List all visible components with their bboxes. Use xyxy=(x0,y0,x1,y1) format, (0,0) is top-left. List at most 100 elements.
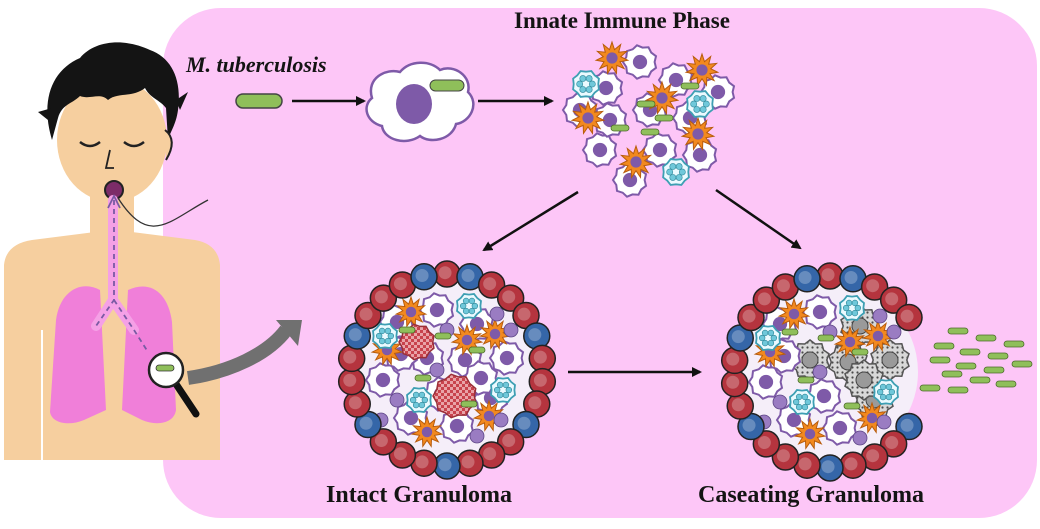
lymphocyte-cell xyxy=(388,441,417,469)
label-m-tuberculosis: M. tuberculosis xyxy=(186,52,327,77)
mast-cell xyxy=(406,387,432,413)
bacterium-rod xyxy=(640,128,660,136)
neutrophil-cell xyxy=(680,116,716,151)
bacterium-icon xyxy=(235,93,283,109)
lymphocyte-cell xyxy=(816,262,844,290)
macrophage-icon xyxy=(365,61,475,143)
lymphocyte-cell xyxy=(737,303,765,332)
bacterium-rod xyxy=(434,332,452,340)
label-intact-granuloma: Intact Granuloma xyxy=(326,482,512,508)
mast-cell xyxy=(572,70,600,98)
bacterium-rod xyxy=(933,342,955,350)
right-lung-icon xyxy=(122,286,176,424)
neutrophil-cell xyxy=(478,317,512,350)
lymphocyte-cell xyxy=(433,260,461,288)
neutrophil-cell xyxy=(394,295,428,328)
bacterium-rod xyxy=(947,386,969,394)
small-cell xyxy=(389,392,405,408)
bacterium-rod xyxy=(843,402,861,410)
lymphocyte-cell xyxy=(477,271,506,299)
lymphocyte-cell xyxy=(720,369,749,398)
bacterium-rod xyxy=(1011,360,1033,368)
airway-path-icon xyxy=(95,200,149,353)
small-cell xyxy=(886,324,902,340)
bacterium-rod xyxy=(398,326,416,334)
necrotic-cell xyxy=(870,339,910,381)
arrow-innate-to-intact xyxy=(482,190,579,252)
bacterium-rod xyxy=(959,348,981,356)
closed-eyes-icon xyxy=(79,140,145,148)
bacterium-rod xyxy=(797,376,815,384)
mast-cell xyxy=(839,295,865,321)
bacterium-rod xyxy=(975,334,997,342)
lymphocyte-cell xyxy=(879,286,908,314)
bacterium-rod xyxy=(468,346,486,354)
mast-cell xyxy=(755,325,781,351)
small-cell xyxy=(469,428,485,444)
mast-cell xyxy=(662,158,690,186)
lymphocyte-cell xyxy=(752,430,781,458)
lymphocyte-cell xyxy=(752,286,781,314)
lymphocyte-cell xyxy=(512,410,540,439)
hair-icon xyxy=(47,42,179,140)
small-cell xyxy=(503,322,519,338)
innate-immune-cluster xyxy=(561,40,736,198)
mast-cell xyxy=(456,293,482,319)
lymphocyte-cell xyxy=(354,301,382,330)
lymphocyte-cell xyxy=(895,412,923,441)
lymphocyte-cell xyxy=(860,273,889,301)
neutrophil-cell xyxy=(594,40,630,75)
small-cell xyxy=(852,430,868,446)
lymphocyte-cell xyxy=(496,428,525,456)
lymphocyte-cell xyxy=(737,412,765,441)
bacterium-rod xyxy=(929,356,951,364)
neutrophil-cell xyxy=(777,297,811,330)
lymphocyte-cell xyxy=(523,322,551,350)
macrophage-cell xyxy=(581,132,618,168)
lymphocyte-cell xyxy=(720,346,749,375)
mast-cell xyxy=(873,379,899,405)
bacterium-rod xyxy=(987,352,1009,360)
bacterium-rod xyxy=(654,114,674,122)
bacterium-rod xyxy=(995,380,1017,388)
lymphocyte-cell xyxy=(528,344,557,373)
breath-line-icon xyxy=(117,197,209,227)
bacterium-rod xyxy=(680,82,700,90)
lymphocyte-cell xyxy=(793,451,821,479)
lymphocyte-cell xyxy=(369,284,398,312)
lymphocyte-cell xyxy=(496,284,525,312)
small-cell xyxy=(872,308,888,324)
neutrophil-cell xyxy=(618,144,654,179)
left-lung-icon xyxy=(50,286,106,424)
macrophage-cell xyxy=(418,292,455,328)
lymphocyte-cell xyxy=(456,449,484,477)
ear-icon xyxy=(164,129,173,161)
bacterium-rod xyxy=(919,384,941,392)
lymphocyte-cell xyxy=(895,303,923,332)
title-innate-immune-phase: Innate Immune Phase xyxy=(514,8,730,33)
bacterium-rod xyxy=(941,370,963,378)
escaping-bacteria xyxy=(919,327,1033,394)
mast-cell xyxy=(789,389,815,415)
mast-cell xyxy=(372,323,398,349)
small-cell xyxy=(772,394,788,410)
bacterium-rod xyxy=(969,376,991,384)
small-cell xyxy=(812,364,828,380)
mast-cell xyxy=(490,377,516,403)
macrophage-cell xyxy=(805,378,842,414)
small-cell xyxy=(876,414,892,430)
lymphocyte-cell xyxy=(726,392,754,420)
lymphocyte-cell xyxy=(771,443,800,471)
bacterium-rod xyxy=(460,400,478,408)
bacterium-rod xyxy=(983,366,1005,374)
small-cell xyxy=(429,362,445,378)
macrophage-cell xyxy=(747,364,784,400)
lymphocyte-cell xyxy=(879,430,908,458)
lymphocyte-cell xyxy=(337,344,366,373)
face-icon xyxy=(57,78,167,202)
bacterium-rod xyxy=(817,334,835,342)
lymphocyte-cell xyxy=(433,452,461,480)
magnifier-icon xyxy=(147,320,302,418)
intact-granuloma xyxy=(337,260,557,480)
